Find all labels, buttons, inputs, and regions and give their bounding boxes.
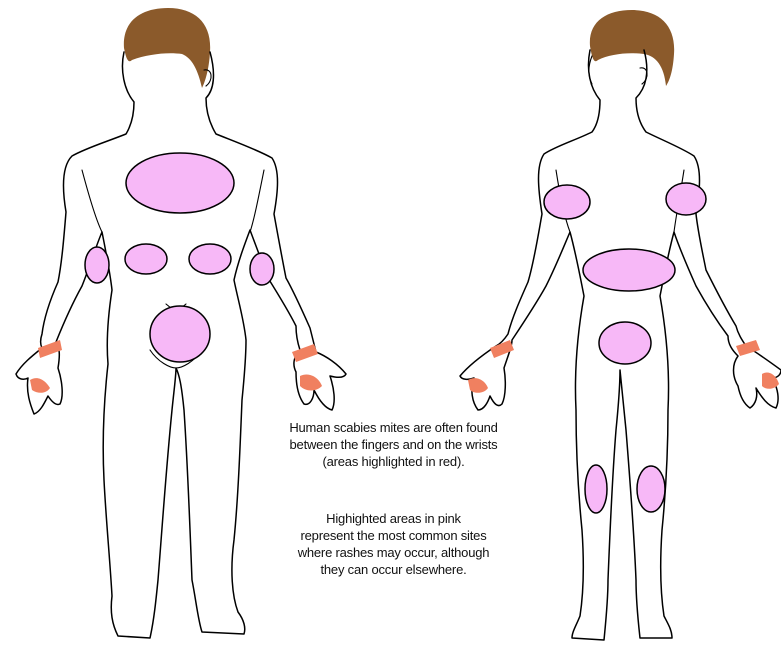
back-view-shoulder-line-left — [82, 170, 102, 232]
caption-pink-line: represent the most common sites — [236, 527, 551, 544]
caption-red-line: Human scabies mites are often found — [236, 419, 551, 436]
mite-area-front-left-fingers — [468, 378, 488, 393]
rash-area-right-waist-back — [189, 244, 231, 274]
rash-area-waist-front — [583, 249, 675, 291]
mite-area-left-fingers — [30, 378, 50, 393]
caption-pink-line: they can occur elsewhere. — [236, 561, 551, 578]
rash-area-left-knee — [585, 465, 607, 513]
mite-area-front-left-wrist — [490, 340, 514, 358]
rash-area-right-knee — [637, 466, 665, 512]
caption-red-line: (areas highlighted in red). — [236, 453, 551, 470]
back-view-hair — [124, 8, 210, 88]
rash-area-right-armpit — [666, 183, 706, 215]
caption-pink-line: Highighted areas in pink — [236, 510, 551, 527]
back-view-shoulder-line-right — [250, 170, 264, 232]
mite-area-front-right-wrist — [736, 340, 760, 356]
rash-area-groin — [599, 322, 651, 364]
front-view-hair — [590, 10, 674, 86]
caption-red-line: between the fingers and on the wrists — [236, 436, 551, 453]
mite-area-left-wrist — [38, 340, 62, 358]
rash-area-left-armpit — [544, 185, 590, 219]
mite-area-front-right-fingers — [762, 372, 779, 388]
mite-area-right-wrist — [292, 344, 318, 362]
rash-area-right-elbow-back — [250, 253, 274, 285]
mite-area-right-fingers — [300, 374, 322, 390]
rash-area-left-elbow-back — [85, 247, 109, 283]
rash-area-upper-back — [126, 153, 234, 213]
caption-pink-line: where rashes may occur, although — [236, 544, 551, 561]
caption-mite-locations: Human scabies mites are often found betw… — [236, 419, 551, 470]
rash-area-left-waist-back — [125, 244, 167, 274]
caption-rash-locations: Highighted areas in pink represent the m… — [236, 510, 551, 578]
rash-area-buttocks — [150, 306, 210, 362]
